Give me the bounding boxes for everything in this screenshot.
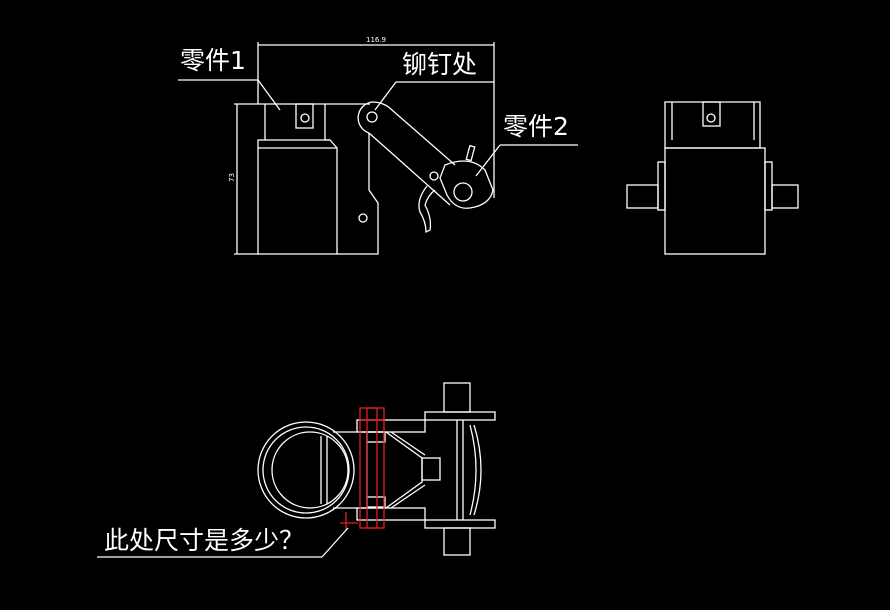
side-top <box>664 101 761 149</box>
top-view <box>97 382 496 558</box>
part2-pin <box>465 144 476 162</box>
arm-upper-edge <box>357 101 456 166</box>
flange-bottom <box>424 519 496 529</box>
highlight-bolt-head <box>359 407 385 421</box>
part1-leader <box>257 79 281 111</box>
highlight-bolt-outline <box>359 419 385 529</box>
side-slot <box>702 101 721 127</box>
height-dimension-text: 73 <box>227 173 236 182</box>
arm-hole <box>429 171 439 181</box>
hook <box>418 185 436 234</box>
curved-disc <box>469 424 482 516</box>
highlight-bolt <box>366 407 378 529</box>
part1-body <box>257 104 338 255</box>
yoke <box>385 431 423 509</box>
width-dimension-text: 116.9 <box>366 36 387 44</box>
part1-label: 零件1 <box>180 46 246 75</box>
side-left-washer <box>657 161 666 211</box>
side-left-pin <box>626 184 659 209</box>
spacer-top <box>366 431 386 443</box>
rivet-leader <box>374 81 397 111</box>
side-right-washer <box>764 161 773 211</box>
ring-middle <box>262 426 350 514</box>
plate-outline <box>337 133 379 255</box>
part2-hole <box>453 182 473 202</box>
spacer-bottom <box>366 496 386 508</box>
question-label: 此处尺寸是多少？ <box>104 526 305 555</box>
shaft-top <box>443 382 471 413</box>
part2-label: 零件2 <box>503 112 569 141</box>
rivet-label: 铆钉处 <box>402 50 478 79</box>
shaft-bottom <box>443 527 471 556</box>
ring-outer <box>257 421 355 519</box>
side-right-pin <box>771 184 799 209</box>
side-view <box>626 101 799 255</box>
side-hole <box>706 113 716 123</box>
yoke-inner <box>390 431 426 509</box>
part1-hole <box>300 113 310 123</box>
part2-leader <box>475 144 501 177</box>
plate-hole <box>358 213 368 223</box>
rivet-hole <box>366 111 378 123</box>
part1-slot <box>295 103 314 129</box>
arm-lower-edge <box>368 132 451 206</box>
side-body <box>664 147 766 255</box>
flange-top <box>424 411 496 421</box>
question-leader <box>321 527 349 558</box>
yoke-pin <box>421 457 441 481</box>
ring-inner <box>271 431 349 509</box>
part2-body <box>439 160 494 209</box>
front-view <box>178 42 578 255</box>
